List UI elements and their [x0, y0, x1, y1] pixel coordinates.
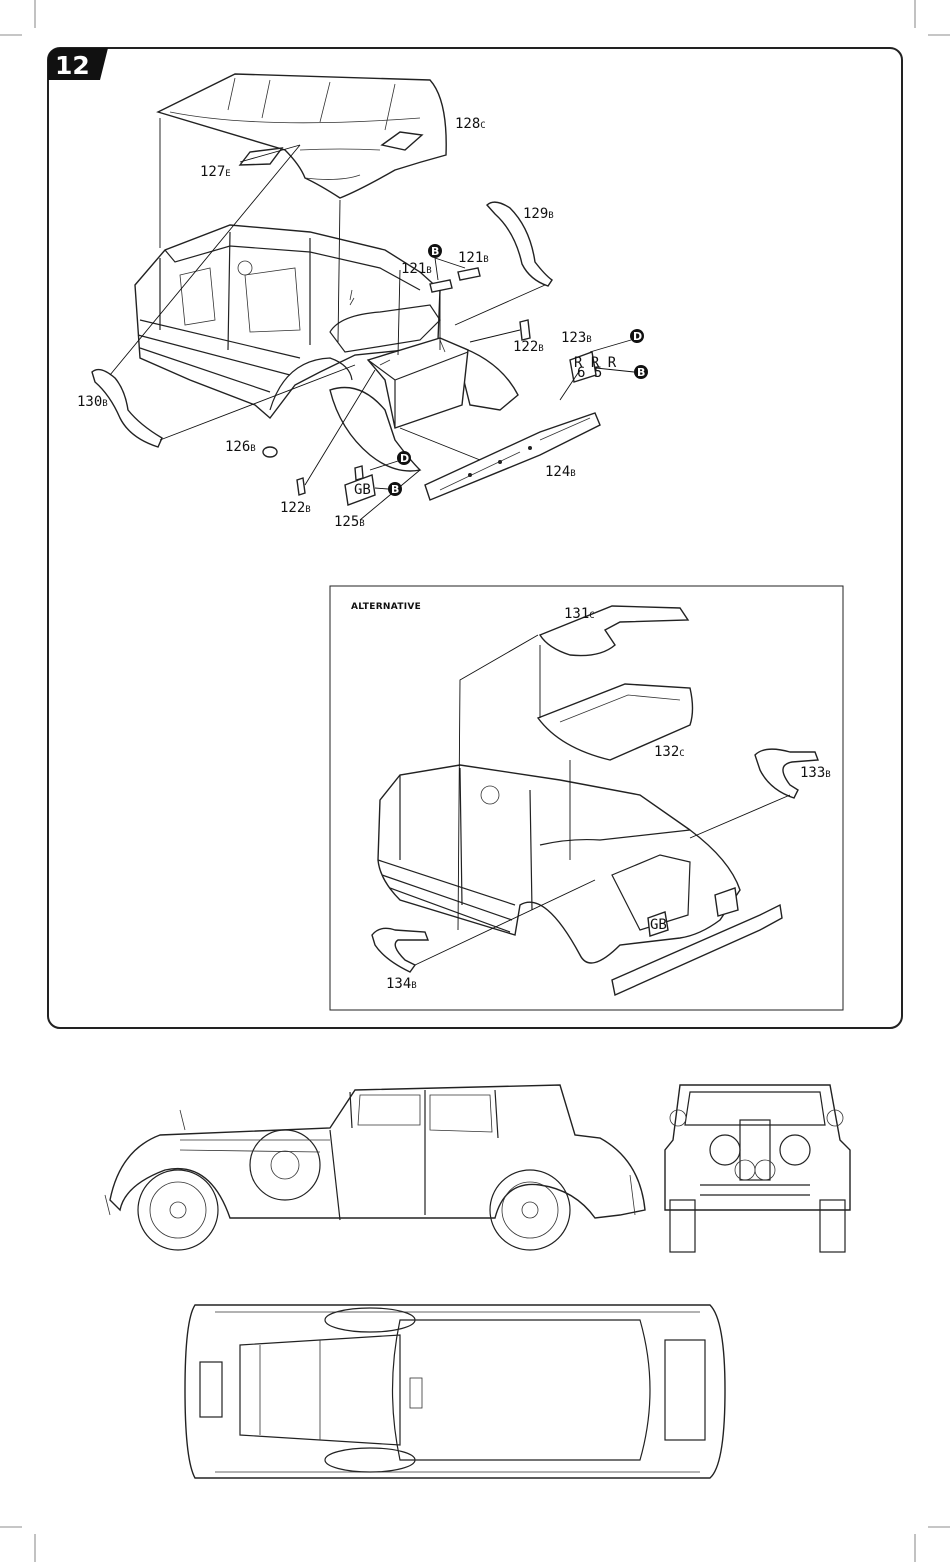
plate-text-123-bottom: 6 5 — [577, 365, 602, 381]
label-126b: 126B — [225, 439, 256, 455]
label-129b: 129B — [523, 206, 554, 222]
label-121b-a: 121B — [401, 261, 432, 277]
soft-top-part — [156, 73, 447, 199]
label-128c: 128C — [455, 116, 486, 132]
marker-b-1: B — [428, 244, 442, 258]
number-plate-125: GB — [344, 465, 376, 506]
assembly-lines — [109, 118, 581, 521]
step-number: 12 — [55, 51, 90, 80]
folded-top-part-131 — [538, 605, 690, 657]
label-133b: 133B — [800, 765, 831, 781]
side-view-drawing — [104, 1084, 646, 1251]
marker-b-2: B — [634, 365, 648, 379]
top-view-drawing — [184, 1304, 726, 1479]
svg-text:D: D — [633, 330, 642, 343]
hood-iron-left-part — [91, 368, 163, 448]
label-132c: 132C — [654, 744, 685, 760]
cap-part — [262, 446, 278, 458]
tail-light-part-a — [519, 319, 531, 341]
svg-text:B: B — [431, 245, 439, 258]
bracket-part-b — [457, 267, 481, 281]
alternative-title: ALTERNATIVE — [351, 602, 421, 612]
main-exploded-view: R R R 6 5 GB B D B — [77, 73, 648, 530]
label-121b-b: 121B — [458, 250, 489, 266]
marker-d-2: D — [397, 451, 411, 465]
bracket-part-a — [429, 279, 453, 293]
step-number-badge — [48, 48, 108, 80]
svg-text:D: D — [400, 452, 409, 465]
plate-text-125: GB — [354, 482, 371, 498]
part-labels: 128C 127E 129B 121B 121B 122B 123B 130B … — [77, 116, 592, 530]
alt-bumper — [611, 903, 783, 996]
label-127e: 127E — [200, 164, 231, 180]
label-123b: 123B — [561, 330, 592, 346]
svg-text:B: B — [637, 366, 645, 379]
step-frame — [47, 47, 903, 1029]
front-view-drawing — [664, 1084, 851, 1253]
label-125b: 125B — [334, 514, 365, 530]
folded-top-part-132 — [536, 683, 694, 761]
rear-fender — [329, 343, 519, 472]
label-134b: 134B — [386, 976, 417, 992]
marker-d-1: D — [630, 329, 644, 343]
svg-text:B: B — [391, 483, 399, 496]
label-122b-a: 122B — [513, 339, 544, 355]
rear-bumper-part — [424, 412, 601, 501]
hood-iron-part-134 — [371, 927, 430, 973]
number-plate-123: R R R 6 5 — [569, 351, 617, 383]
label-131c: 131C — [564, 606, 595, 622]
label-122b-b: 122B — [280, 500, 311, 516]
marker-b-3: B — [388, 482, 402, 496]
hood-iron-part-133 — [754, 748, 819, 799]
label-130b: 130B — [77, 394, 108, 410]
alt-plate-text: GB — [650, 917, 667, 933]
alt-part-labels: 131C 132C 133B 134B — [386, 606, 831, 992]
tail-light-part-b — [296, 477, 306, 496]
plate-text-123-top: R R R — [574, 355, 617, 371]
car-body-alt: GB — [377, 764, 741, 964]
label-124b: 124B — [545, 464, 576, 480]
hood-iron-part — [486, 201, 553, 287]
alternative-panel: ALTERNATIVE GB 131C 132C 133B — [329, 585, 844, 1011]
